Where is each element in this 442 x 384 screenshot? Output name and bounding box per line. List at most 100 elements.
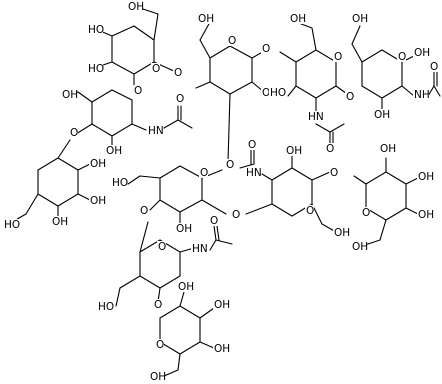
ho-label-background [269,87,285,98]
oh-label: OH [418,209,434,221]
oh-label: OH [214,299,230,311]
ring-oxygen-label: O [228,35,236,47]
glycosidic-oxygen-label-background [345,91,354,102]
oh-label: OH [352,241,368,253]
glycosidic-oxygen-label-background [225,159,234,170]
oh-label: OH [52,216,68,228]
glycosidic-oxygen-label: O [174,67,182,79]
oh-label-background [51,216,67,227]
ring-oxygen-label: O [398,51,406,63]
carbonyl-oxygen-label: O [176,93,184,105]
glycosidic-oxygen-label: O [226,159,234,171]
ring-oxygen-label: O [306,205,314,217]
ho-label: HO [98,301,114,313]
glycosidic-oxygen-label: O [232,209,240,221]
oh-label: OH [286,145,302,157]
ho-label-background [97,301,113,312]
oh-label-background [417,209,433,220]
nh-label-background [413,89,429,100]
glycosidic-oxygen-label: O [262,43,270,55]
oh-label-background [351,13,367,24]
ring-i [353,157,419,247]
oh-label-background [373,109,389,120]
oh-label: OH [178,281,194,293]
carbonyl-oxygen-label-background [175,93,184,104]
ring-h [239,149,337,233]
carbonyl-oxygen-label: O [210,215,218,227]
hn-label: HN [192,243,208,255]
glycosidic-oxygen-label-background [139,205,148,216]
oh-label-background [413,47,429,58]
oh-label: OH [290,13,306,25]
ring-oxygen-label-background [199,167,208,178]
glycosidic-oxygen-label-background [231,209,240,220]
oh-label: OH [62,89,78,101]
ho-label: HO [88,24,104,36]
oh-label: OH [214,343,230,355]
ring-oxygen-label-background [155,339,164,350]
ring-j [115,221,233,307]
nh-label: NH [414,89,430,101]
ho-label: HO [4,219,20,231]
carbonyl-oxygen-label-background [325,143,334,154]
bond-layer [11,7,441,377]
oh-label: OH [414,47,430,59]
oh-label-background [417,171,433,182]
ring-oxygen-label: O [158,241,166,253]
ring-k [159,291,215,377]
oh-label: OH [352,13,368,25]
glycosidic-oxygen-label: O [140,205,148,217]
ho-label-background [87,63,103,74]
ring-b [61,89,193,149]
glycosidic-oxygen-label-background [329,167,338,178]
oh-label-background [285,145,301,156]
ho-label: HO [88,63,104,75]
oh-label-background [351,241,367,252]
ring-oxygen-label-background [305,205,314,216]
glycosidic-oxygen-label-background [261,43,270,54]
ring-oxygen-label: O [156,339,164,351]
oxygen-label-background [133,85,142,96]
glycosidic-oxygen-label: O [154,299,162,311]
carbonyl-oxygen-label: O [326,143,334,155]
label-layer: OHHOHOOOOOHHNOOHOOHOHOHHOOHOOOHOOHOHOHNO… [3,1,438,383]
carbonyl-oxygen-label-background [247,139,256,150]
oh-label-background [61,89,77,100]
oh-label: OH [106,145,122,157]
ring-oxygen-label-background [151,63,160,74]
oh-label-background [289,13,305,24]
ring-d [11,139,91,223]
ring-oxygen-label: O [200,167,208,179]
carbonyl-oxygen-label-background [209,215,218,226]
carbonyl-oxygen-label-background [429,61,438,72]
ring-oxygen-label-background [333,51,342,62]
carbonyl-oxygen-label: O [248,139,256,151]
oh-label: OH [418,171,434,183]
oh-label: OH [334,227,350,239]
oh-label-background [379,143,395,154]
glycosidic-oxygen-label: O [330,167,338,179]
glycosidic-oxygen-label-background [69,127,78,138]
ho-label: HO [270,87,286,99]
hn-label-background [307,111,323,122]
ring-oxygen-label-background [157,241,166,252]
hn-label-background [191,243,207,254]
ho-label-background [111,177,127,188]
oh-label-background [105,145,121,156]
oh-label-background [177,281,193,292]
oh-label-background [333,227,349,238]
oh-label-background [149,371,165,382]
oh-label-background [89,195,105,206]
hn-label: HN [148,125,164,137]
oh-label-background [175,223,191,234]
ring-f [351,25,441,113]
oh-label: OH [90,195,106,207]
ring-oxygen-label: O [152,63,160,75]
ho-label-background [87,24,103,35]
glycosidic-oxygen-label-background [173,67,182,78]
oh-label: OH [150,371,166,383]
ring-oxygen-label-background [361,207,370,218]
oh-label-background [89,158,105,169]
oh-label-background [127,1,143,12]
